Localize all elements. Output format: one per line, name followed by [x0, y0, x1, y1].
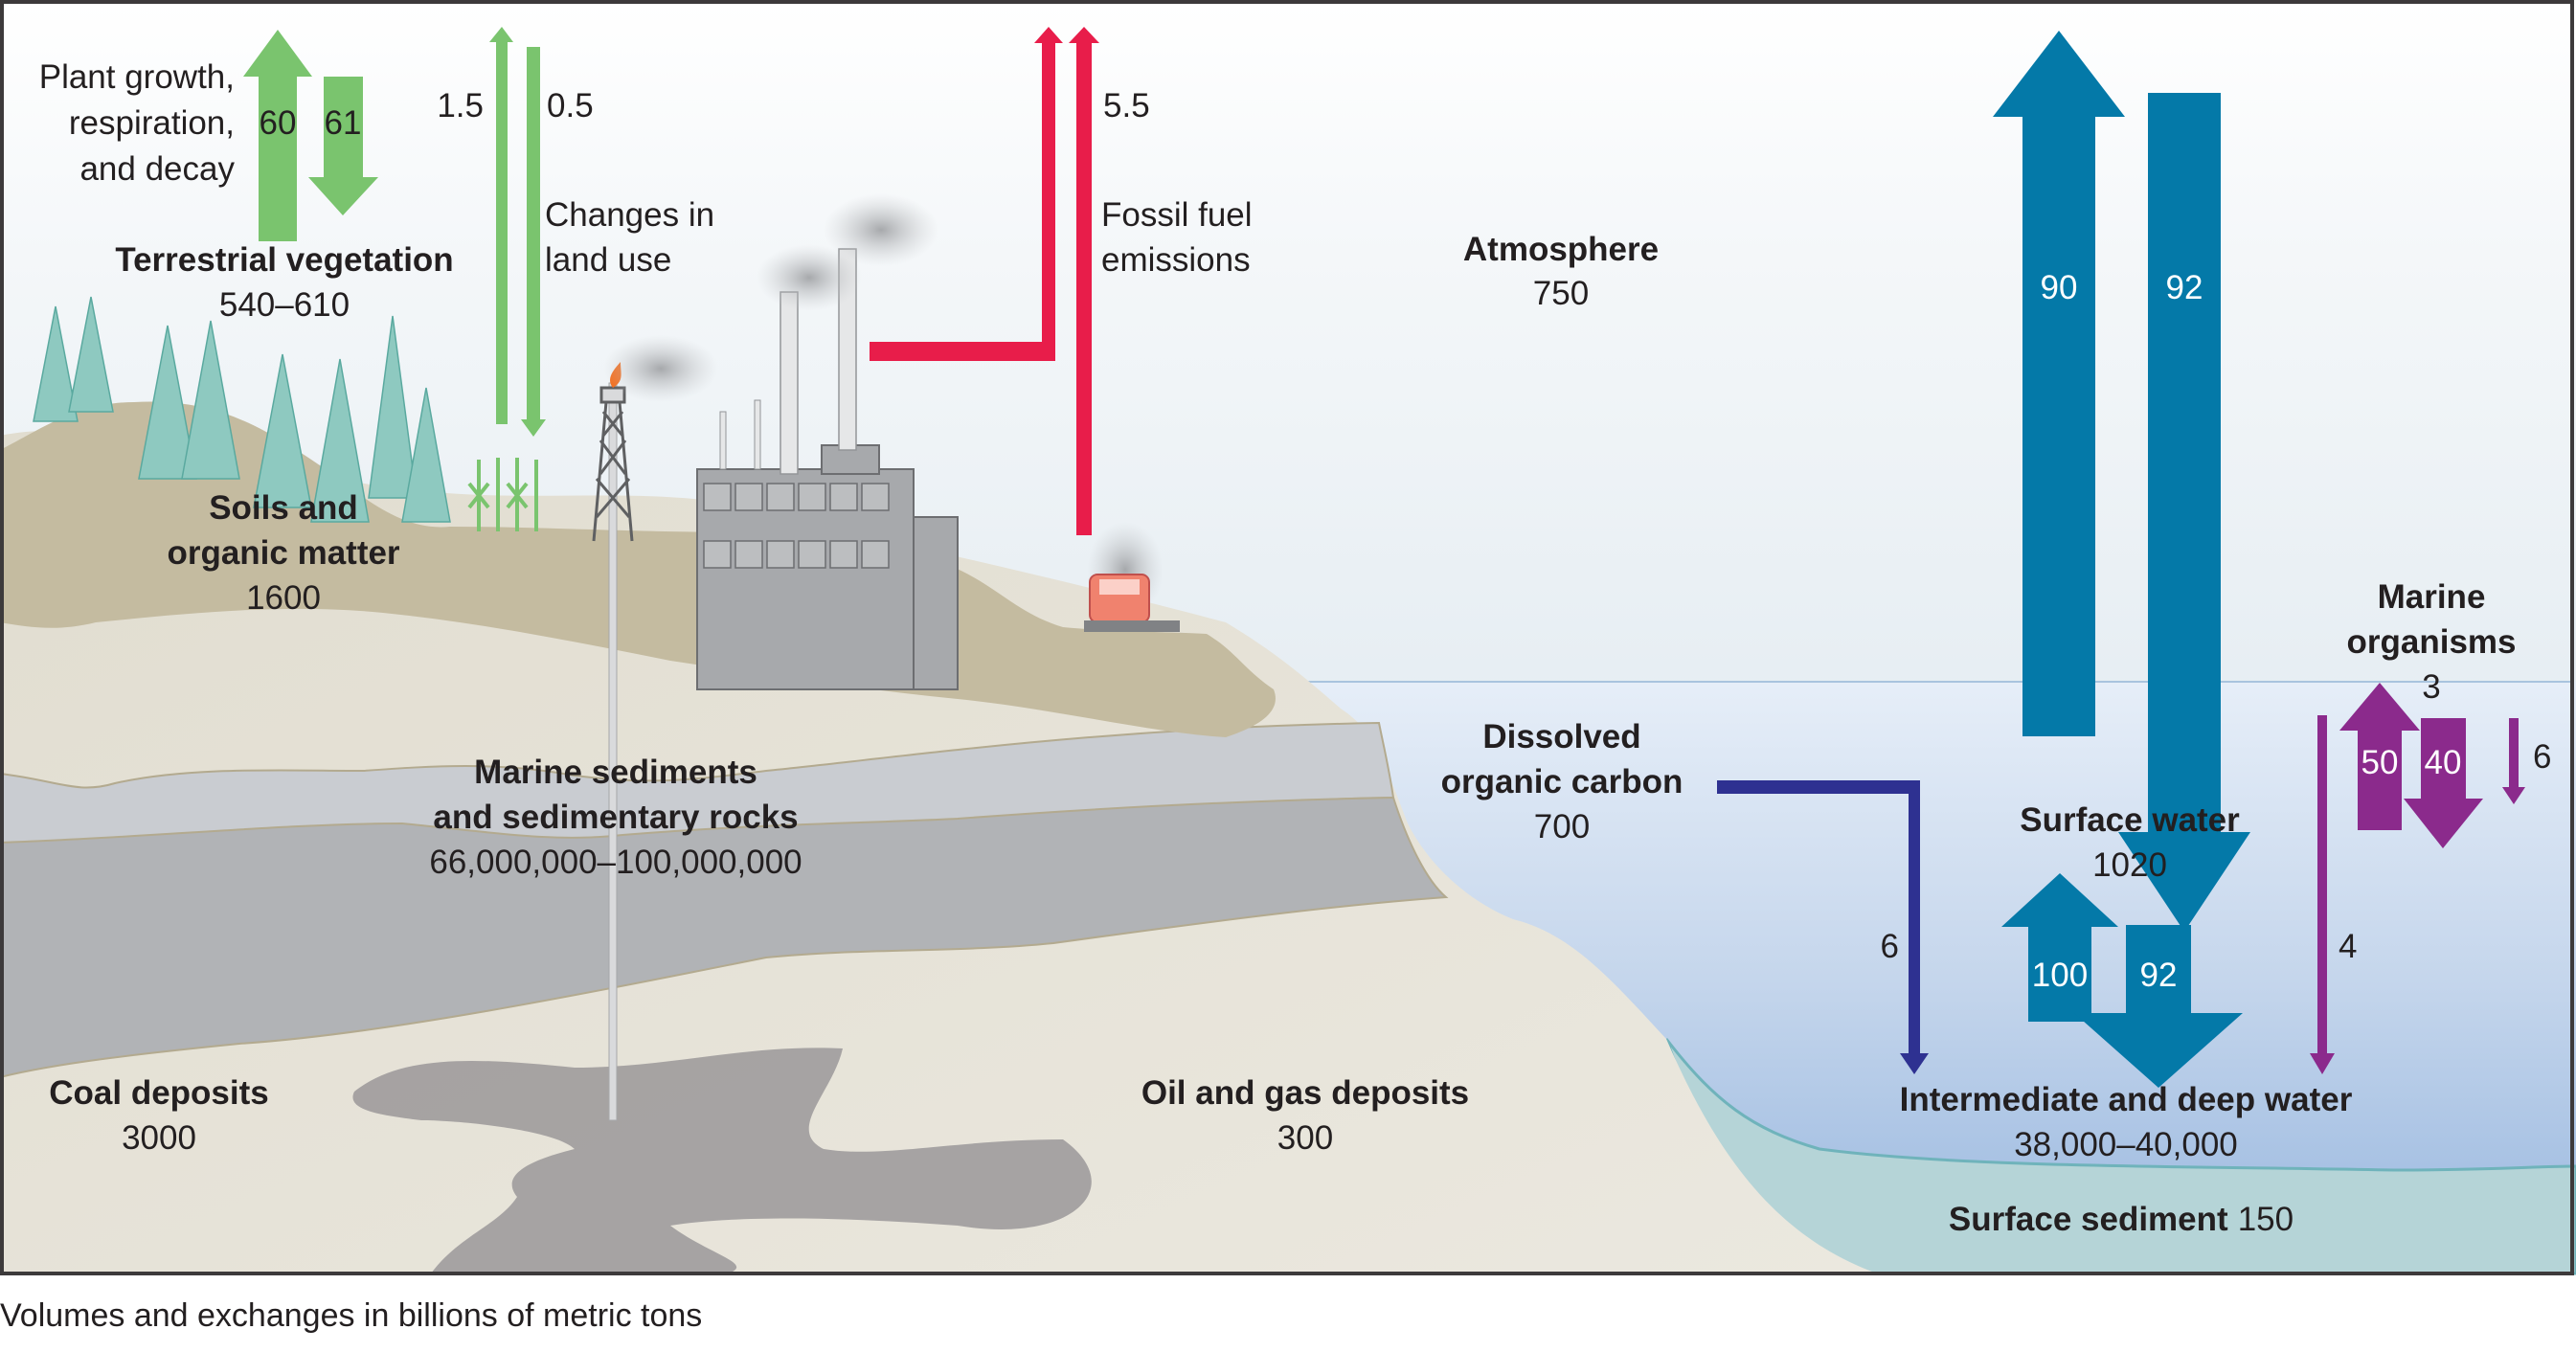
caption: Volumes and exchanges in billions of met…	[0, 1297, 703, 1334]
fossil-label-line1: Fossil fuel	[1101, 196, 1253, 234]
flux-arrow-organisms-down	[2404, 718, 2483, 848]
terrestrial-vegetation-name: Terrestrial vegetation	[115, 241, 453, 279]
flux-arrow-ocean-up	[1993, 31, 2125, 736]
organisms-small-value: 6	[2533, 738, 2551, 776]
oil-gas-deposit	[352, 1048, 1092, 1273]
plant-label-line3: and decay	[79, 150, 235, 188]
flux-arrow-plant-up	[243, 30, 312, 241]
marine-sediments-name-line2: and sedimentary rocks	[433, 799, 798, 836]
marine-sediments-name-line1: Marine sediments	[474, 754, 757, 791]
surface-water-name: Surface water	[2020, 801, 2240, 839]
soils-value: 1600	[246, 579, 321, 617]
marine-organisms-value: 3	[2422, 668, 2440, 706]
oil-derrick-icon	[592, 386, 634, 542]
atmosphere-name: Atmosphere	[1463, 231, 1659, 268]
flux-arrow-organisms-up	[2339, 683, 2420, 830]
surface-sediment-value: 150	[2238, 1201, 2294, 1238]
flux-arrow-organisms-deep	[2310, 715, 2335, 1074]
doc-name-line1: Dissolved	[1482, 718, 1640, 755]
flux-arrow-fossil-car	[1069, 27, 1099, 535]
surface-sediment-label: Surface sediment 150	[1949, 1201, 2294, 1238]
plant-flux-label: Plant growth, respiration, and decay	[39, 58, 236, 188]
sediment-layer-dark	[0, 796, 1449, 1079]
ocean-down-value: 92	[2166, 269, 2203, 306]
atmosphere-value: 750	[1533, 275, 1589, 312]
landuse-label-line2: land use	[545, 241, 671, 279]
doc-value: 700	[1534, 808, 1590, 845]
surface-sediment-name: Surface sediment	[1949, 1201, 2228, 1238]
marine-sediments-value: 66,000,000–100,000,000	[429, 844, 802, 881]
smoke-cloud	[603, 335, 718, 402]
marine-organisms-name-line1: Marine	[2378, 578, 2486, 616]
flux-arrow-fossil-factory	[870, 27, 1063, 361]
diagram-frame	[0, 0, 2574, 1275]
ocean-up-value: 90	[2041, 269, 2078, 306]
flux-arrow-landuse-up	[489, 27, 513, 424]
organisms-deep-value: 4	[2339, 928, 2357, 965]
deep-water-value: 38,000–40,000	[2014, 1126, 2238, 1163]
oil-gas-name: Oil and gas deposits	[1141, 1074, 1469, 1112]
organisms-down-value: 40	[2425, 744, 2462, 781]
flux-arrow-plant-down	[308, 77, 378, 215]
forest-icon	[33, 296, 451, 523]
doc-name-line2: organic carbon	[1441, 763, 1683, 800]
landuse-up-value: 1.5	[437, 87, 484, 124]
fossil-value: 5.5	[1103, 87, 1150, 124]
surface-water-value: 1020	[2092, 846, 2167, 884]
soils-name-line2: organic matter	[167, 534, 399, 572]
landuse-label-line1: Changes in	[545, 196, 714, 234]
deep-water-name: Intermediate and deep water	[1900, 1081, 2353, 1118]
marine-organisms-name-line2: organisms	[2347, 623, 2517, 661]
deep-down-value: 92	[2140, 957, 2178, 994]
flux-arrow-deep-down	[2074, 925, 2243, 1088]
plant-label-line1: Plant growth,	[39, 58, 235, 96]
flux-arrow-deep-up	[2001, 873, 2118, 1022]
deep-up-value: 100	[2032, 957, 2088, 994]
flux-arrow-landuse-down	[521, 47, 546, 437]
plant-up-value: 60	[260, 104, 297, 142]
flux-arrow-ocean-down	[2118, 93, 2250, 932]
plant-down-value: 61	[325, 104, 362, 142]
crops-icon	[467, 458, 538, 531]
coal-value: 3000	[122, 1119, 196, 1157]
doc-flux-value: 6	[1881, 928, 1899, 965]
organisms-up-value: 50	[2361, 744, 2399, 781]
coal-name: Coal deposits	[49, 1074, 268, 1112]
oil-gas-value: 300	[1277, 1119, 1333, 1157]
terrestrial-vegetation-value: 540–610	[219, 286, 350, 324]
flux-arrow-organisms-small	[2502, 718, 2525, 804]
landuse-down-value: 0.5	[547, 87, 594, 124]
plant-label-line2: respiration,	[69, 104, 235, 142]
fossil-label-line2: emissions	[1101, 241, 1251, 279]
car-icon	[1084, 522, 1180, 632]
factory-icon	[696, 193, 959, 690]
soils-name-line1: Soils and	[209, 489, 358, 527]
